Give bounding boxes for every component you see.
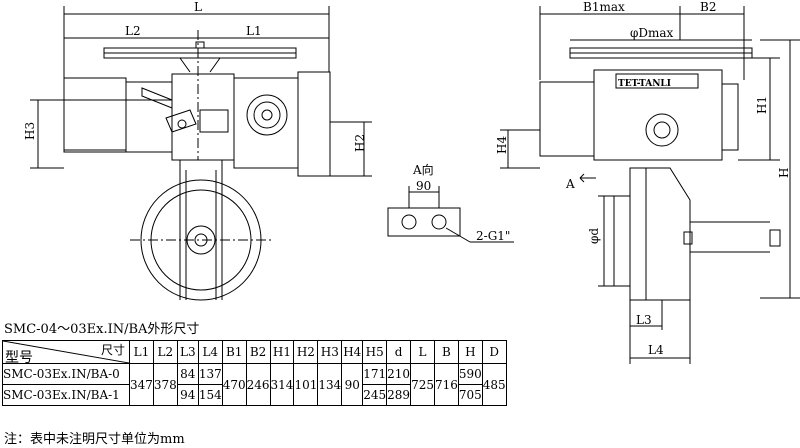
dim-H1-label: H1 <box>755 96 769 114</box>
arrow-A-label: A <box>565 177 575 191</box>
dim-90-label: 90 <box>416 179 431 193</box>
value-cell: 245 <box>362 384 388 406</box>
value-cell: 378 <box>152 363 178 406</box>
value-cell: 314 <box>269 363 295 406</box>
corner-dimension-label: 尺寸 <box>100 343 125 357</box>
value-cell: 725 <box>410 363 435 406</box>
value-cell: 84 <box>176 363 199 385</box>
value-cell: 347 <box>129 363 154 406</box>
dim-L3-label: L3 <box>636 313 652 327</box>
value-cell: 246 <box>245 363 271 406</box>
col-header: B1 <box>221 340 247 364</box>
dim-L-label: L <box>194 0 202 14</box>
model-cell: SMC-03Ex.IN/BA-1 <box>2 384 130 406</box>
model-cell: SMC-03Ex.IN/BA-0 <box>2 363 130 385</box>
view-A-label: A向 <box>412 162 434 177</box>
dim-H3-label: H3 <box>23 122 37 140</box>
table-header-row: 尺寸 型号 L1 L2 L3 L4 B1 B2 H1 H2 H3 H4 H5 d… <box>2 340 507 364</box>
col-header: H5 <box>362 340 388 364</box>
value-cell: 210 <box>386 363 412 385</box>
col-header: L3 <box>176 340 199 364</box>
col-header: H <box>457 340 483 364</box>
col-header: H3 <box>317 340 343 364</box>
value-cell: 90 <box>341 363 364 406</box>
value-cell: 137 <box>197 363 223 385</box>
col-header: d <box>386 340 412 364</box>
dim-L2-label: L2 <box>125 24 141 38</box>
table-row: SMC-03Ex.IN/BA-1 94 154 245 289 705 <box>2 384 507 406</box>
thread-label: 2-G1" <box>476 229 510 243</box>
brand-plate: TET-TANLI <box>618 79 671 89</box>
col-header: L2 <box>152 340 178 364</box>
table-corner-cell: 尺寸 型号 <box>2 340 130 364</box>
dim-H4-label: H4 <box>495 136 509 154</box>
corner-model-label: 型号 <box>5 350 33 363</box>
table-row: SMC-03Ex.IN/BA-0 347 378 84 137 470 246 … <box>2 363 507 406</box>
units-note: 注：表中未注明尺寸单位为mm <box>4 432 185 447</box>
value-cell: 94 <box>176 384 199 406</box>
col-header: B2 <box>245 340 271 364</box>
dim-L4-label: L4 <box>648 343 664 357</box>
col-header: H4 <box>341 340 364 364</box>
table-caption: SMC-04～03Ex.IN/BA外形尺寸 <box>4 322 200 337</box>
dim-d-label: φd <box>587 228 601 244</box>
value-cell: 171 <box>362 363 388 385</box>
value-cell: 154 <box>197 384 223 406</box>
col-header: L1 <box>129 340 154 364</box>
value-cell: 716 <box>433 363 459 406</box>
col-header: L4 <box>197 340 223 364</box>
col-header: L <box>410 340 435 364</box>
value-cell: 485 <box>481 363 507 406</box>
dim-B2-label: B2 <box>700 0 716 14</box>
value-cell: 705 <box>457 384 483 406</box>
col-header: H1 <box>269 340 295 364</box>
value-cell: 289 <box>386 384 412 406</box>
col-header: D <box>481 340 507 364</box>
dim-B1max-label: B1max <box>583 0 625 14</box>
dim-H2-label: H2 <box>353 134 367 152</box>
dim-H-label: H <box>777 168 791 178</box>
dimension-table: 尺寸 型号 L1 L2 L3 L4 B1 B2 H1 H2 H3 H4 H5 d… <box>2 340 507 406</box>
dim-L1-label: L1 <box>246 24 262 38</box>
col-header: H2 <box>293 340 319 364</box>
dim-Dmax-label: φDmax <box>630 26 674 40</box>
value-cell: 134 <box>317 363 343 406</box>
value-cell: 590 <box>457 363 483 385</box>
value-cell: 101 <box>293 363 319 406</box>
value-cell: 470 <box>221 363 247 406</box>
col-header: B <box>433 340 459 364</box>
